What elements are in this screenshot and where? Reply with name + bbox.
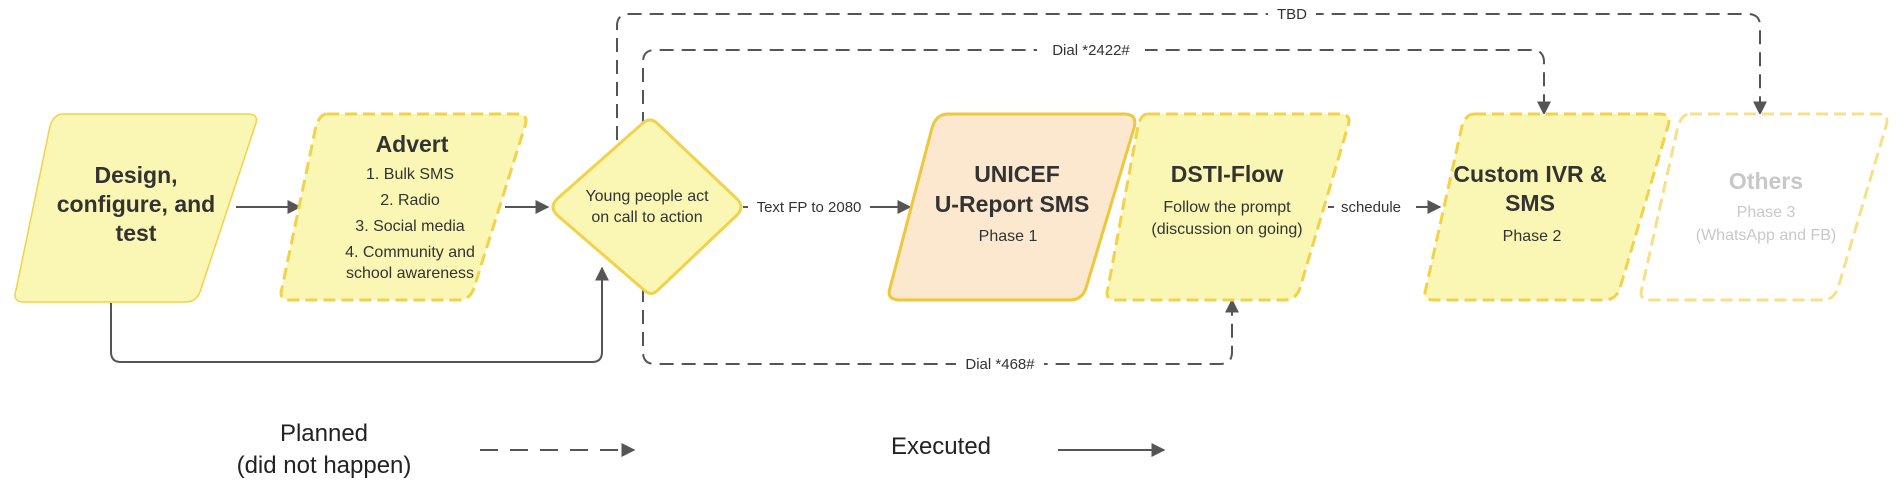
node-advert-line-1: 1. Bulk SMS [366, 166, 454, 183]
node-design: Design, configure, and test [14, 113, 258, 303]
node-advert: Advert 1. Bulk SMS 2. Radio 3. Social me… [279, 112, 528, 302]
node-advert-line-5: school awareness [346, 265, 474, 282]
edge-labels: TBD Dial *2422# Text FP to 2080 schedule… [748, 4, 1408, 374]
edge-tbd-to-others [616, 13, 1767, 140]
node-dsti-line-2: (discussion on going) [1151, 221, 1302, 238]
node-unicef-title-line-2: U-Report SMS [935, 191, 1090, 217]
node-custom-ivr-title-line-2: SMS [1505, 190, 1555, 216]
edge-label-text-fp: Text FP to 2080 [757, 199, 862, 216]
edge-design-loop-to-young-people [110, 266, 609, 363]
node-design-shape [14, 113, 258, 303]
node-design-title-line-2: configure, and [57, 191, 215, 217]
legend-executed: Executed [891, 433, 991, 460]
node-others-line-2: (WhatsApp and FB) [1696, 227, 1837, 244]
node-advert-line-3: 3. Social media [355, 218, 464, 235]
node-young-people-line-2: on call to action [591, 209, 702, 226]
edge-label-tbd: TBD [1277, 6, 1307, 23]
node-advert-title: Advert [376, 131, 449, 157]
node-dsti: DSTI-Flow Follow the prompt (discussion … [1105, 112, 1351, 302]
edge-label-schedule: schedule [1341, 199, 1401, 216]
node-dsti-line-1: Follow the prompt [1163, 199, 1291, 216]
node-custom-ivr: Custom IVR & SMS Phase 2 [1423, 112, 1671, 302]
edge-label-dial-2422: Dial *2422# [1052, 42, 1130, 59]
edge-dial-2422-to-custom-ivr [642, 49, 1551, 148]
node-dsti-shape [1105, 112, 1351, 302]
legend: Planned (did not happen) Executed [237, 420, 1166, 479]
node-others: Others Phase 3 (WhatsApp and FB) [1639, 112, 1889, 302]
node-custom-ivr-shape [1423, 112, 1671, 302]
edges [110, 13, 1767, 365]
node-custom-ivr-title-line-1: Custom IVR & [1453, 161, 1606, 187]
node-young-people: Young people act on call to action [551, 118, 743, 295]
node-custom-ivr-subtitle: Phase 2 [1503, 228, 1562, 245]
node-unicef-subtitle: Phase 1 [979, 228, 1038, 245]
edge-dial-468-to-dsti [642, 266, 1239, 365]
node-unicef: UNICEF U-Report SMS Phase 1 [887, 112, 1137, 302]
legend-planned-line-1: Planned [280, 420, 368, 447]
node-advert-shape [279, 112, 528, 302]
legend-planned-line-2: (did not happen) [237, 452, 412, 479]
node-dsti-title: DSTI-Flow [1171, 161, 1284, 187]
node-design-title-line-3: test [116, 220, 157, 246]
node-advert-line-2: 2. Radio [380, 192, 440, 209]
node-young-people-line-1: Young people act [585, 188, 709, 205]
node-others-shape [1639, 112, 1889, 302]
edge-label-dial-468: Dial *468# [965, 356, 1035, 373]
node-design-title-line-1: Design, [94, 162, 177, 188]
node-unicef-title-line-1: UNICEF [974, 161, 1060, 187]
node-others-line-1: Phase 3 [1737, 204, 1796, 221]
node-young-people-shape [551, 118, 743, 295]
node-others-title: Others [1729, 168, 1803, 194]
node-unicef-shape [887, 112, 1137, 302]
node-advert-line-4: 4. Community and [345, 244, 475, 261]
